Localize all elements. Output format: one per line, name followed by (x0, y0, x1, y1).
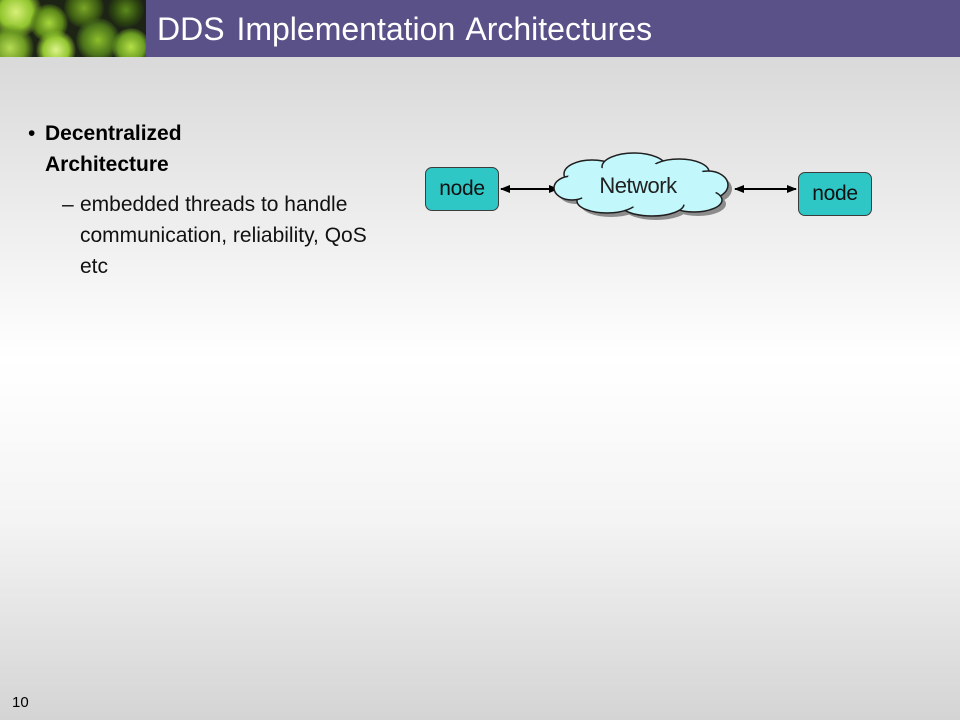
network-cloud-label: Network (599, 173, 677, 198)
node-left: node (425, 167, 499, 211)
architecture-diagram: node Network node (400, 140, 900, 260)
cloud-fill (563, 160, 719, 209)
page-number: 10 (12, 694, 29, 711)
bullet-text: Decentralized Architecture (45, 122, 182, 176)
bullet-mark: • (28, 122, 36, 145)
slide-title: DDS Implementation Architectures (157, 11, 653, 47)
node-right: node (798, 172, 872, 216)
bullet-item: • Decentralized Architecture (28, 118, 388, 180)
sub-bullet-mark: – (62, 193, 74, 216)
sub-bullet-item: – embedded threads to handle communicati… (62, 189, 388, 282)
bullet-list: • Decentralized Architecture – embedded … (28, 118, 388, 282)
diagram-graphics (500, 152, 797, 220)
title-decoration-image (0, 0, 146, 57)
title-bar: DDS Implementation Architectures (0, 0, 960, 57)
sub-bullet-text: embedded threads to handle communication… (80, 193, 367, 278)
